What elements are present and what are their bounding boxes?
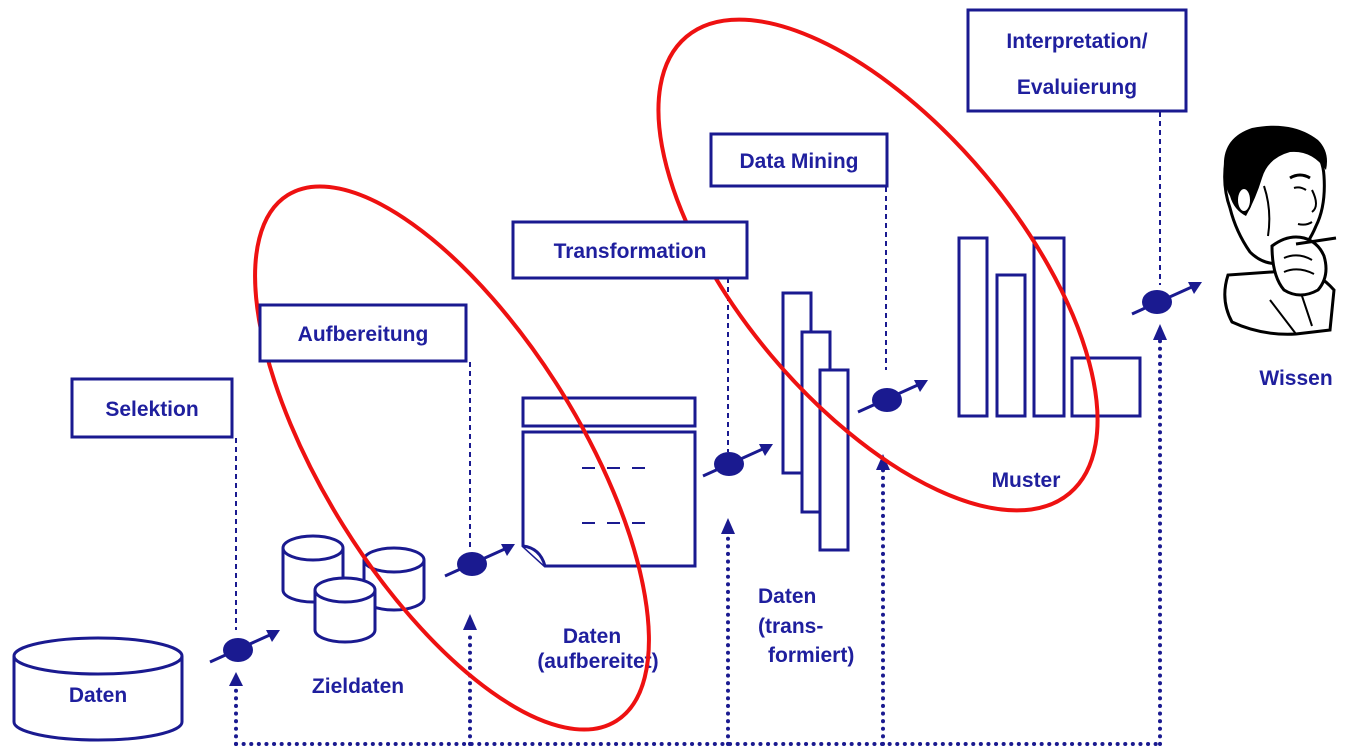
zieldaten-database-icon: Zieldaten [281,534,426,698]
thinking-person-icon: Wissen [1223,125,1337,390]
step-selektion-label: Selektion [105,398,198,421]
daten-aufbereitet-document-icon: Daten (aufbereitet) [521,396,697,673]
process-nodes [209,282,1202,664]
step-interpretation: Interpretation/ Evaluierung [966,8,1188,113]
highlight-ellipse-mining [656,17,1100,513]
process-node-icon [1131,282,1202,316]
step-aufbereitung-label: Aufbereitung [298,323,429,346]
muster-label: Muster [992,469,1061,492]
step-transformation-label: Transformation [554,240,707,263]
muster-pattern-icon: Muster [957,236,1142,492]
daten-transformiert-label-line3: formiert) [768,644,854,667]
step-data-mining-label: Data Mining [740,150,859,173]
process-node-icon [702,444,773,478]
daten-transformiert-stack-icon: Daten (trans- formiert) [758,291,854,667]
highlight-ellipse-preprocessing [253,184,651,732]
step-transformation: Transformation [511,220,749,280]
step-selektion: Selektion [70,377,234,439]
step-interpretation-label-line2: Evaluierung [1017,76,1137,99]
step-data-mining: Data Mining [709,132,889,188]
daten-database-icon: Daten [12,636,184,742]
process-node-icon [857,380,928,414]
daten-transformiert-label-line1: Daten [758,585,816,608]
feedback-lines [229,324,1167,746]
daten-aufbereitet-label-line2: (aufbereitet) [537,650,658,673]
process-node-icon [444,544,515,578]
daten-transformiert-label-line2: (trans- [758,615,823,638]
process-node-icon [209,630,280,664]
daten-label: Daten [69,684,127,707]
step-connectors [235,112,1161,630]
wissen-label: Wissen [1259,367,1332,390]
zieldaten-label: Zieldaten [312,675,404,698]
daten-aufbereitet-label-line1: Daten [563,625,621,648]
step-aufbereitung: Aufbereitung [258,303,468,363]
step-interpretation-label-line1: Interpretation/ [1006,30,1147,53]
